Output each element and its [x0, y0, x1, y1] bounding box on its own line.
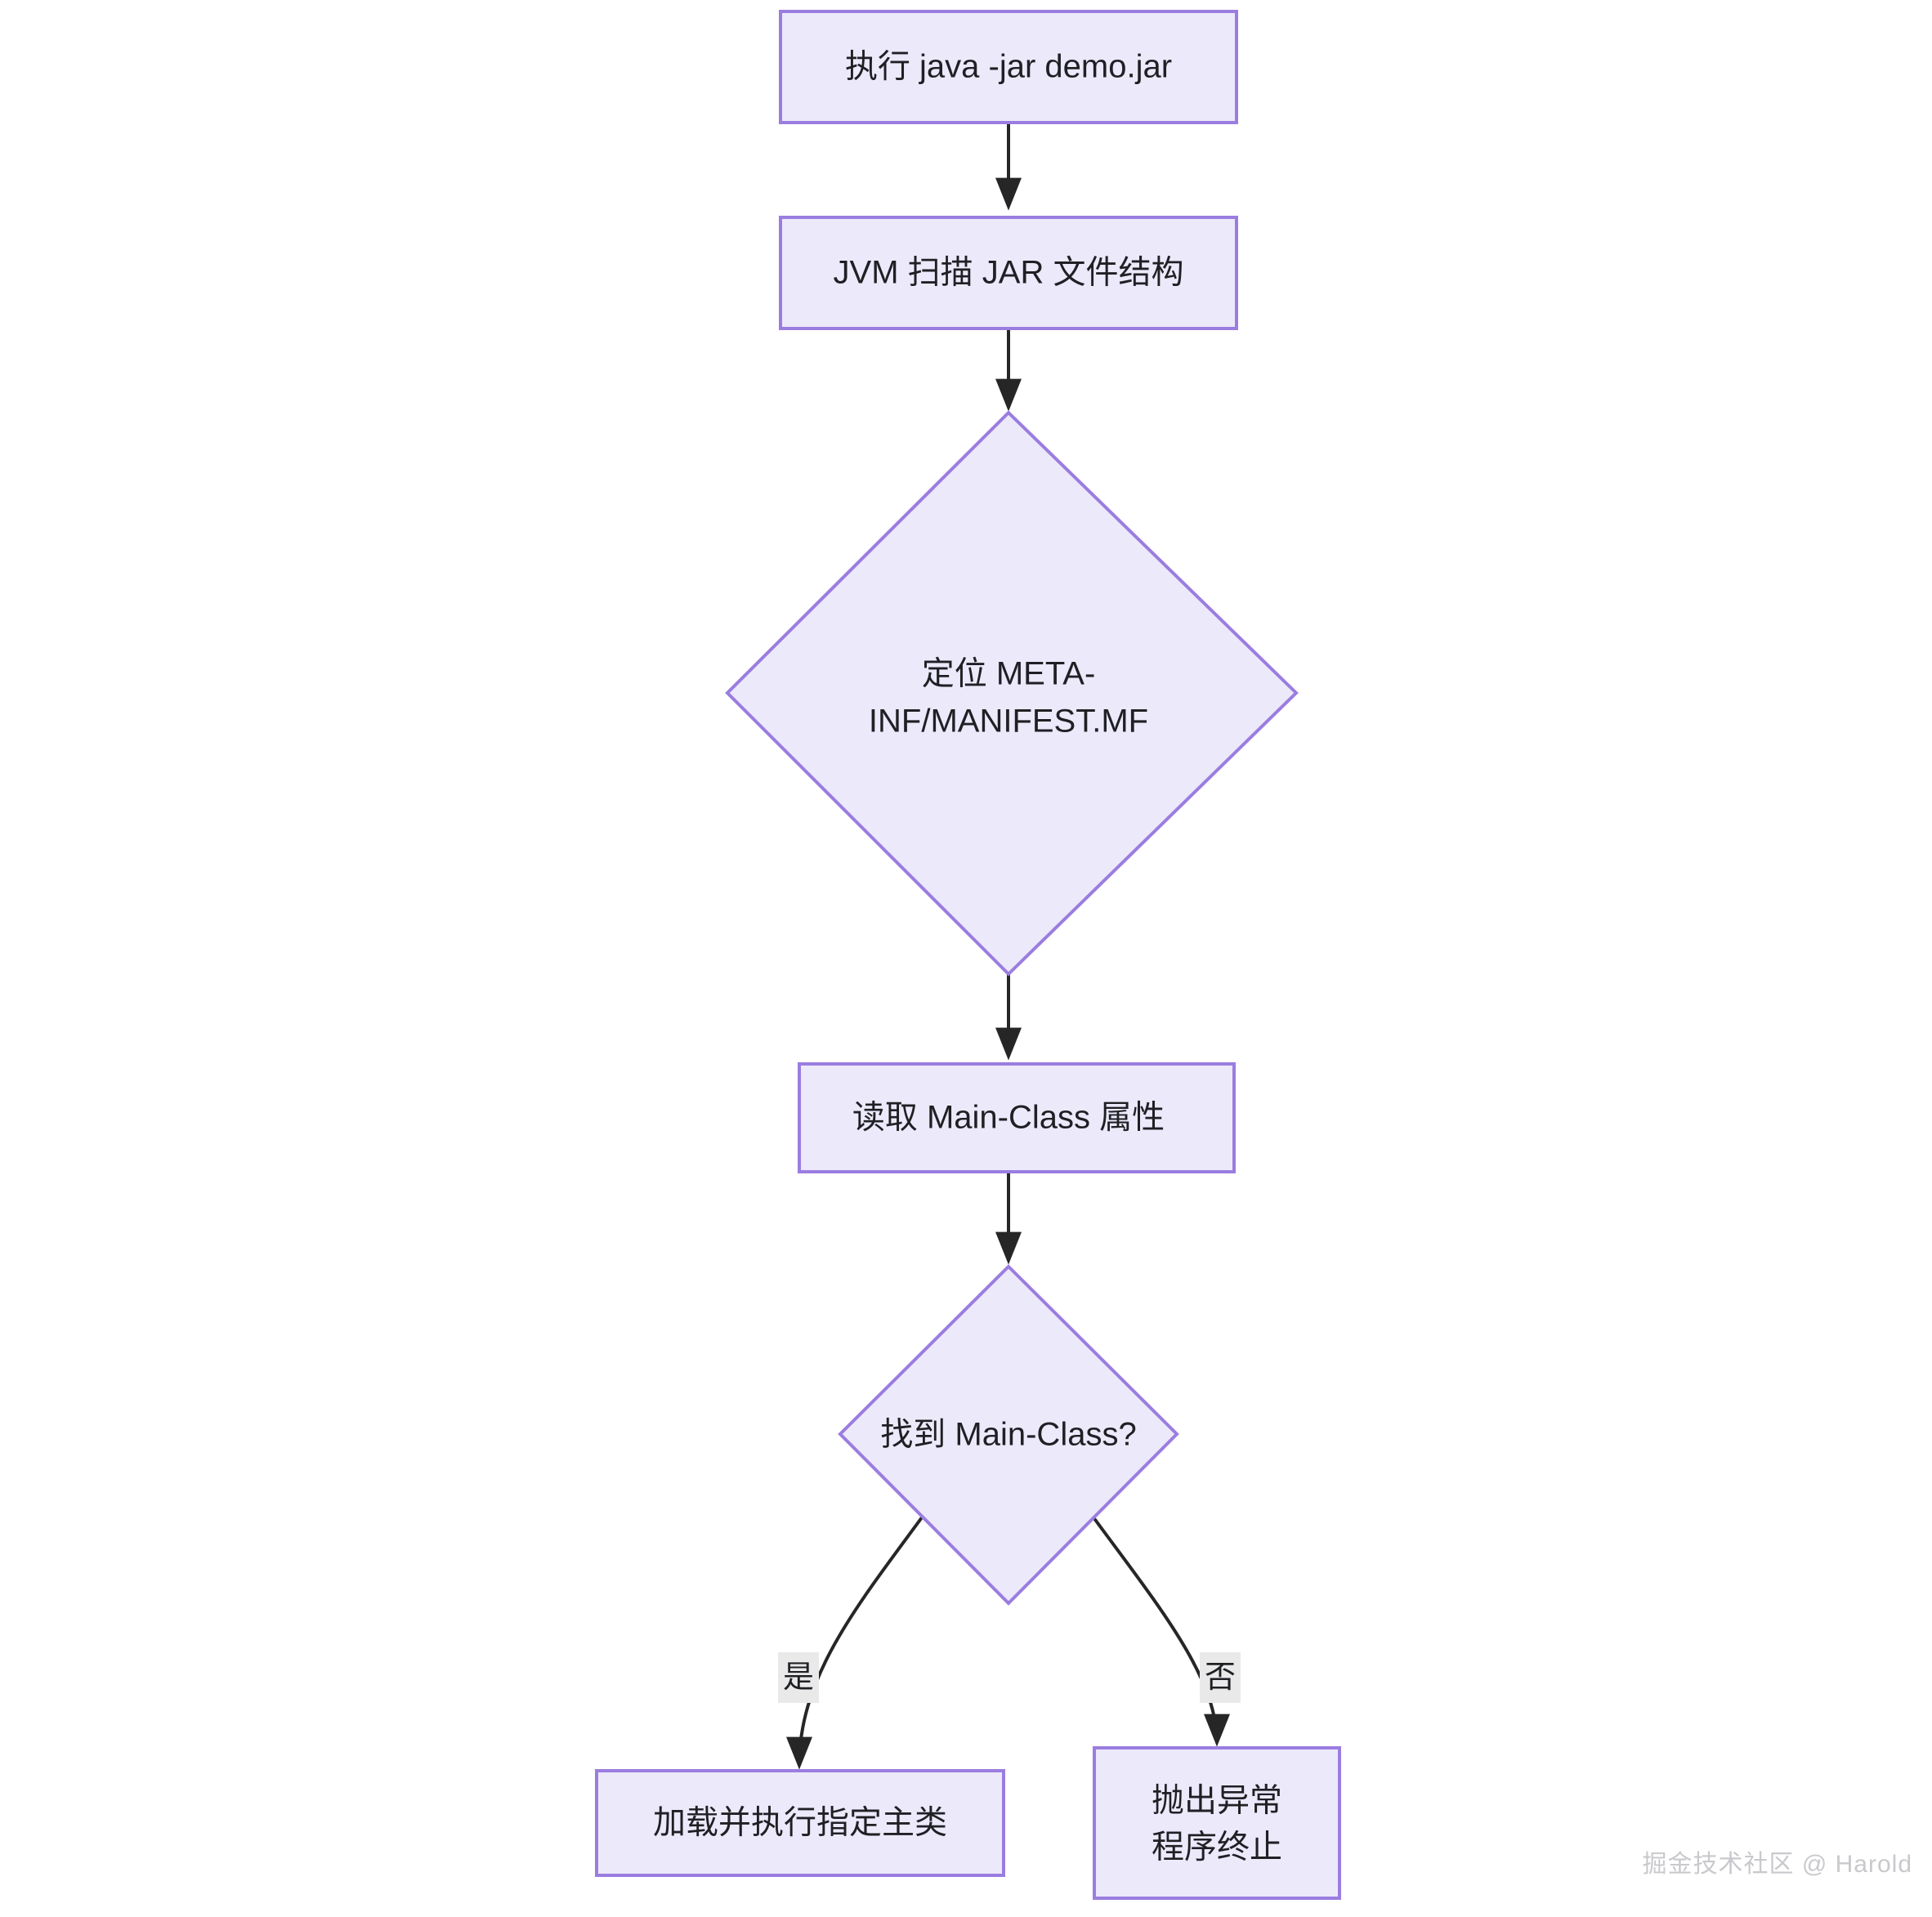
edge-decide-no-to-fail — [1092, 1516, 1230, 1747]
node-fail-label-line2: 程序终止 — [1152, 1830, 1282, 1866]
node-scan-label: JVM 扫描 JAR 文件结构 — [834, 255, 1184, 291]
edge-label-no: 否 — [1200, 1652, 1241, 1703]
node-locate[interactable]: 定位 META- INF/MANIFEST.MF — [725, 410, 1299, 976]
node-run[interactable]: 加载并执行指定主类 — [595, 1769, 1005, 1877]
edge-decide-yes-to-run — [786, 1516, 924, 1770]
node-decide-label: 找到 Main-Class? — [880, 1417, 1136, 1453]
node-scan-shape — [779, 216, 1238, 330]
edge-label-yes: 是 — [778, 1652, 819, 1703]
node-read-shape — [798, 1062, 1236, 1173]
node-read[interactable]: 读取 Main-Class 属性 — [798, 1062, 1236, 1173]
node-fail[interactable]: 抛出异常 程序终止 — [1093, 1746, 1341, 1900]
edge-label-yes-text: 是 — [783, 1660, 814, 1695]
edge-label-yes-bg — [778, 1652, 819, 1703]
edge-label-no-bg — [1200, 1652, 1241, 1703]
node-read-label: 读取 Main-Class 属性 — [852, 1100, 1165, 1136]
node-start-shape — [779, 10, 1238, 124]
node-locate-label-line2: INF/MANIFEST.MF — [869, 704, 1148, 740]
node-start[interactable]: 执行 java -jar demo.jar — [779, 10, 1238, 124]
node-run-label: 加载并执行指定主类 — [653, 1805, 947, 1841]
node-scan[interactable]: JVM 扫描 JAR 文件结构 — [779, 216, 1238, 330]
node-locate-label-line1: 定位 META- — [922, 656, 1096, 692]
node-decide[interactable]: 找到 Main-Class? — [838, 1264, 1179, 1606]
watermark-credit: 掘金技术社区 @ Harold — [1642, 1851, 1912, 1878]
node-locate-shape — [725, 410, 1299, 976]
node-decide-shape — [838, 1264, 1179, 1606]
edge-label-no-text: 否 — [1205, 1660, 1236, 1695]
edge-group — [786, 123, 1230, 1770]
node-fail-label-line1: 抛出异常 — [1152, 1783, 1282, 1819]
node-start-label: 执行 java -jar demo.jar — [845, 49, 1172, 85]
node-run-shape — [595, 1769, 1005, 1877]
node-fail-shape — [1093, 1746, 1341, 1900]
